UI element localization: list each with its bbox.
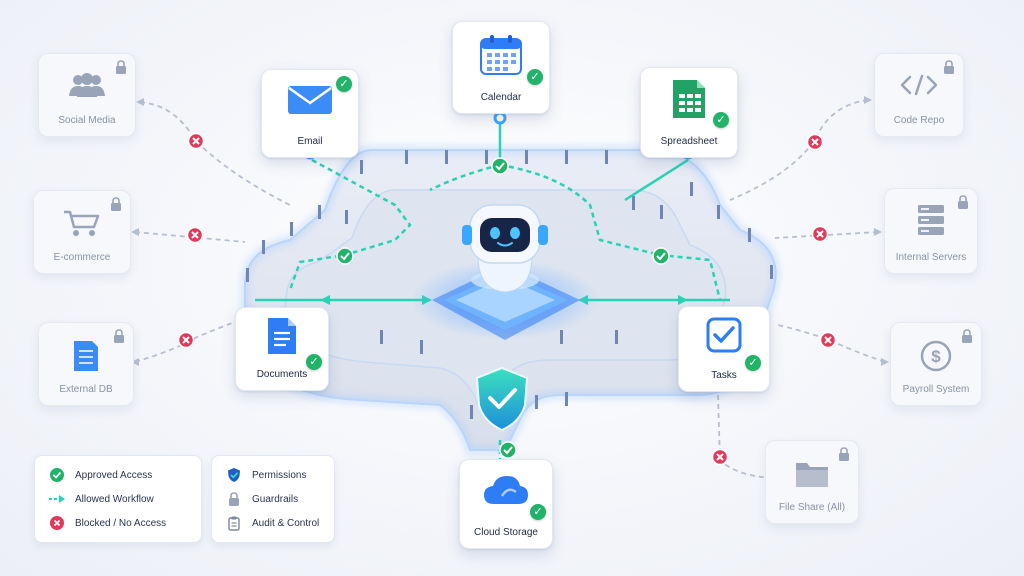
legend-allowed-label: Allowed Workflow <box>75 493 154 505</box>
lock-icon <box>962 329 972 343</box>
lock-icon <box>839 447 849 461</box>
approved-check-icon: ✓ <box>306 354 322 370</box>
node-documents[interactable]: ✓ Documents <box>235 307 329 391</box>
node-label: Internal Servers <box>895 252 967 263</box>
shopping-cart-icon <box>64 210 100 236</box>
folder-icon <box>796 463 828 487</box>
lock-icon <box>944 60 954 74</box>
legend-audit-label: Audit & Control <box>252 517 320 529</box>
node-label: File Share (All) <box>778 502 846 513</box>
approved-check-icon: ✓ <box>336 76 352 92</box>
lock-icon <box>226 491 242 507</box>
legend-guardrails: Guardrails <box>226 491 298 507</box>
approved-check-icon: ✓ <box>713 112 729 128</box>
node-label: Code Repo <box>893 115 945 126</box>
node-file-share[interactable]: File Share (All) <box>765 440 859 524</box>
node-label: Tasks <box>711 370 737 381</box>
legend-guardrails-label: Guardrails <box>252 493 299 505</box>
lock-icon <box>958 195 968 209</box>
envelope-icon <box>288 86 332 114</box>
node-label: Email <box>297 136 323 147</box>
approved-check-icon: ✓ <box>530 504 546 520</box>
approved-markers <box>336 157 670 459</box>
blocked-markers <box>177 132 837 466</box>
node-ecommerce[interactable]: E-commerce <box>33 190 131 274</box>
legend-controls: Permissions Guardrails Audit & Control <box>211 455 335 543</box>
legend-allowed: Allowed Workflow <box>49 491 154 507</box>
spreadsheet-icon <box>673 80 705 118</box>
task-checkbox-icon <box>706 317 742 353</box>
allowed-workflow-lines <box>255 118 730 460</box>
database-icon <box>74 341 98 371</box>
lock-icon <box>116 60 126 74</box>
users-group-icon <box>69 73 105 97</box>
clipboard-icon <box>226 515 242 531</box>
dashed-arrow-icon <box>49 491 65 507</box>
svg-text:$: $ <box>931 347 941 366</box>
approved-check-icon: ✓ <box>745 355 761 371</box>
lock-icon <box>114 329 124 343</box>
cloud-icon <box>484 476 528 504</box>
legend-permissions-label: Permissions <box>252 469 307 481</box>
shield-icon <box>226 467 242 483</box>
node-label: Payroll System <box>902 384 970 395</box>
document-icon <box>268 318 296 354</box>
server-rack-icon <box>918 205 944 235</box>
calendar-icon <box>480 35 522 75</box>
blocked-x-icon <box>49 515 65 531</box>
node-spreadsheet[interactable]: ✓ Spreadsheet <box>640 67 738 158</box>
node-label: Cloud Storage <box>474 527 538 538</box>
ai-robot-icon <box>462 204 548 293</box>
legend-permissions: Permissions <box>226 467 306 483</box>
node-tasks[interactable]: ✓ Tasks <box>678 306 770 392</box>
node-label: Calendar <box>480 92 522 103</box>
blocked-arrowheads <box>131 96 889 482</box>
central-pad <box>410 260 600 340</box>
node-calendar[interactable]: ✓ Calendar <box>452 21 550 114</box>
guardrail-shield-icon <box>475 366 529 432</box>
node-external-db[interactable]: External DB <box>38 322 134 406</box>
node-label: External DB <box>59 384 113 395</box>
legend-approved-label: Approved Access <box>75 469 153 481</box>
node-code-repo[interactable]: Code Repo <box>874 53 964 137</box>
node-label: E-commerce <box>53 252 111 263</box>
legend-status: Approved Access Allowed Workflow Blocked… <box>34 455 202 543</box>
legend-audit: Audit & Control <box>226 515 319 531</box>
node-email[interactable]: ✓ Email <box>261 69 359 158</box>
node-payroll-system[interactable]: $ Payroll System <box>890 322 982 406</box>
node-label: Social Media <box>58 115 116 126</box>
code-brackets-icon <box>900 74 938 96</box>
approved-check-icon: ✓ <box>527 69 543 85</box>
dollar-coin-icon: $ <box>920 340 952 372</box>
lock-icon <box>111 197 121 211</box>
legend-blocked: Blocked / No Access <box>49 515 166 531</box>
node-social-media[interactable]: Social Media <box>38 53 136 137</box>
node-label: Spreadsheet <box>660 136 718 147</box>
legend-blocked-label: Blocked / No Access <box>75 517 167 529</box>
legend-approved: Approved Access <box>49 467 152 483</box>
approved-check-icon <box>49 467 65 483</box>
node-cloud-storage[interactable]: ✓ Cloud Storage <box>459 459 553 549</box>
node-label: Documents <box>256 369 308 380</box>
node-internal-servers[interactable]: Internal Servers <box>884 188 978 274</box>
